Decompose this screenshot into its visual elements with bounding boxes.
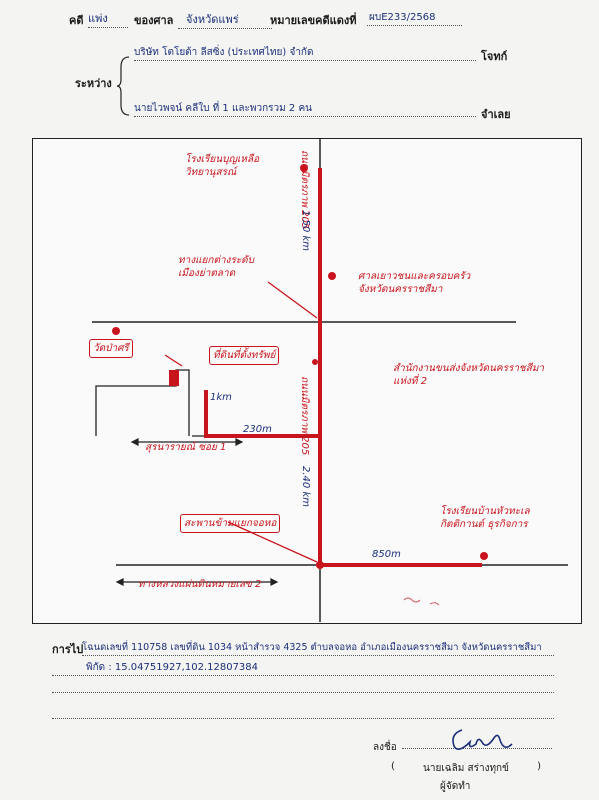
court-name: จังหวัดแพร่	[178, 10, 272, 29]
plaintiff-role: โจทก์	[481, 50, 508, 63]
label-soi: สุรนารายณ์ ซอย 1	[145, 442, 227, 453]
note-label: การไป	[52, 643, 84, 656]
signer-line: (นายเฉลิม สร่างทุกข์)	[391, 761, 541, 774]
court-label: ของศาล	[134, 14, 174, 27]
label-office: สำนักงานขนส่งจังหวัดนครราชสีมาแห่งที่ 2	[393, 363, 545, 387]
blank-line-1	[52, 692, 554, 693]
map-frame	[32, 138, 582, 624]
defendant-role: จำเลย	[481, 108, 511, 121]
sign-line	[402, 748, 552, 749]
signer-name: นายเฉลิม สร่างทุกข์	[423, 763, 509, 774]
label-bottom-road: ทางหลวงแผ่นดินหมายเลข 2	[138, 579, 262, 590]
plaintiff-name: บริษัท โตโยต้า ลีสซิ่ง (ประเทศไทย) จำกัด	[134, 45, 476, 61]
road-vertical-north: ถนนมิตรภาพ 205	[299, 150, 310, 230]
road-vertical-south: ถนนมิตรภาพ 205	[299, 376, 310, 456]
dist-side: 1km	[210, 392, 232, 403]
dist-north: 1.50 km	[300, 210, 311, 251]
defendant-name: นายไวพจน์ คลีใบ ที่ 1 และพวกรวม 2 คน	[134, 101, 476, 117]
dist-mid: 230m	[243, 424, 272, 435]
blank-line-2	[52, 718, 554, 719]
dist-bottom: 850m	[372, 549, 401, 560]
coords: พิกัด : 15.04751927,102.12807384	[52, 660, 554, 676]
label-target: ที่ดินที่ตั้งทรัพย์	[209, 346, 280, 365]
label-school-bottom: โรงเรียนบ้านหัวทะเลกิตติกานต์ ธุรกิจการ	[440, 506, 530, 530]
label-school-top: โรงเรียนบุญเหลือวิทยานุสรณ์	[185, 154, 260, 178]
dist-south: 2.40 km	[300, 466, 311, 507]
label-court-building: ศาลเยาวชนและครอบครัวจังหวัดนครราชสีมา	[358, 271, 471, 295]
sign-label: ลงชื่อ	[373, 742, 397, 753]
signature-icon	[452, 729, 513, 750]
signer-role: ผู้จัดทำ	[440, 781, 471, 792]
red-no: ผบE233/2568	[367, 10, 462, 26]
red-no-label: หมายเลขคดีแดงที่	[270, 14, 357, 27]
label-market: ทางแยกต่างระดับเมืองย่าตลาด	[178, 255, 255, 279]
note-text: โฉนดเลขที่ 110758 เลขที่ดิน 1034 หน้าสำร…	[82, 640, 554, 656]
label-temple: วัดป่าศรี	[89, 339, 133, 358]
brace-icon	[116, 56, 130, 116]
between-label: ระหว่าง	[75, 77, 112, 90]
location-map	[92, 138, 568, 622]
case-label: คดี	[69, 14, 84, 27]
case-type: แพ่ง	[88, 9, 128, 28]
label-junction: สะพานข้ามแยกจอหอ	[180, 514, 281, 533]
